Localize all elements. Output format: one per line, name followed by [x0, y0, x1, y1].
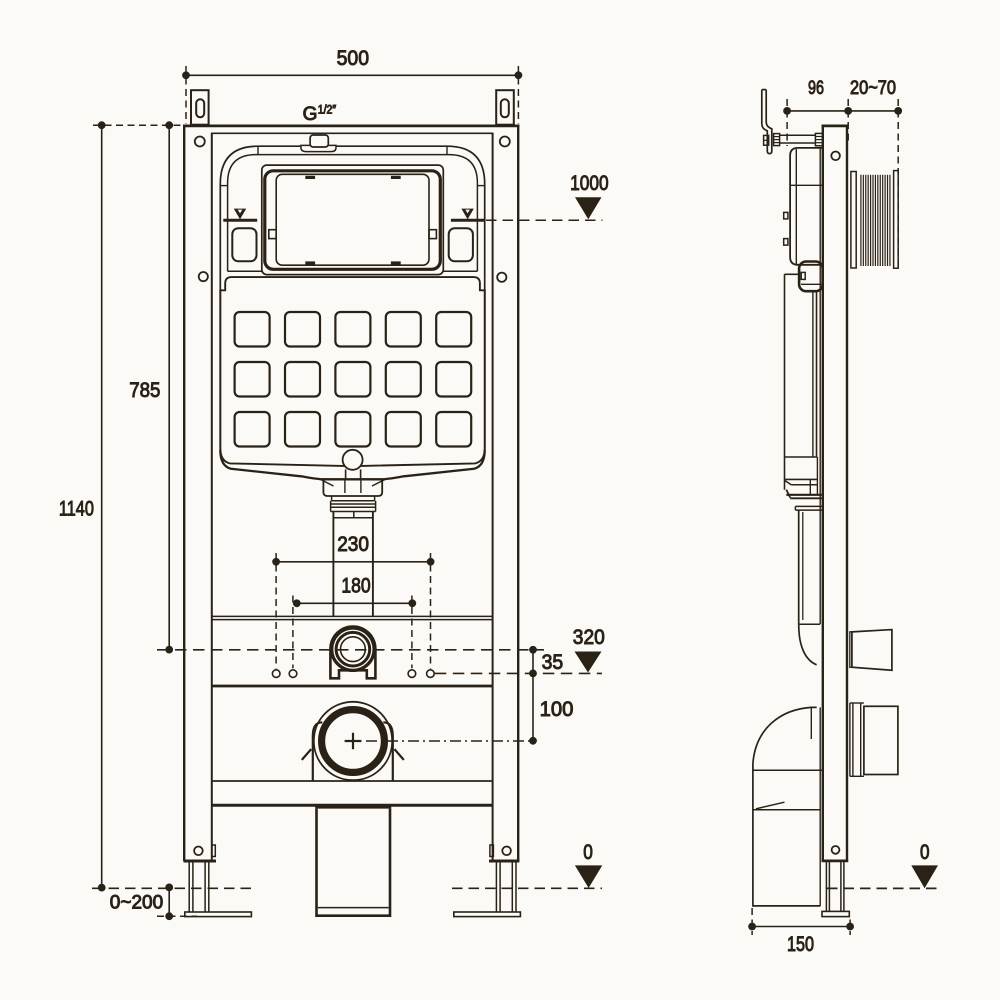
svg-text:785: 785: [129, 378, 160, 402]
svg-text:100: 100: [540, 697, 574, 721]
svg-text:0: 0: [920, 841, 930, 864]
svg-text:150: 150: [787, 933, 814, 956]
svg-text:230: 230: [337, 532, 369, 556]
svg-text:180: 180: [341, 573, 370, 597]
svg-text:1140: 1140: [59, 497, 94, 521]
svg-text:0: 0: [583, 841, 593, 864]
svg-text:20~70: 20~70: [850, 77, 896, 99]
svg-text:500: 500: [337, 46, 369, 70]
svg-text:320: 320: [573, 625, 605, 649]
svg-text:1/2″: 1/2″: [318, 105, 337, 117]
svg-text:0~200: 0~200: [110, 891, 164, 913]
svg-text:96: 96: [808, 77, 824, 99]
svg-text:1000: 1000: [570, 171, 609, 195]
svg-text:G: G: [303, 104, 318, 125]
svg-text:35: 35: [542, 650, 564, 674]
